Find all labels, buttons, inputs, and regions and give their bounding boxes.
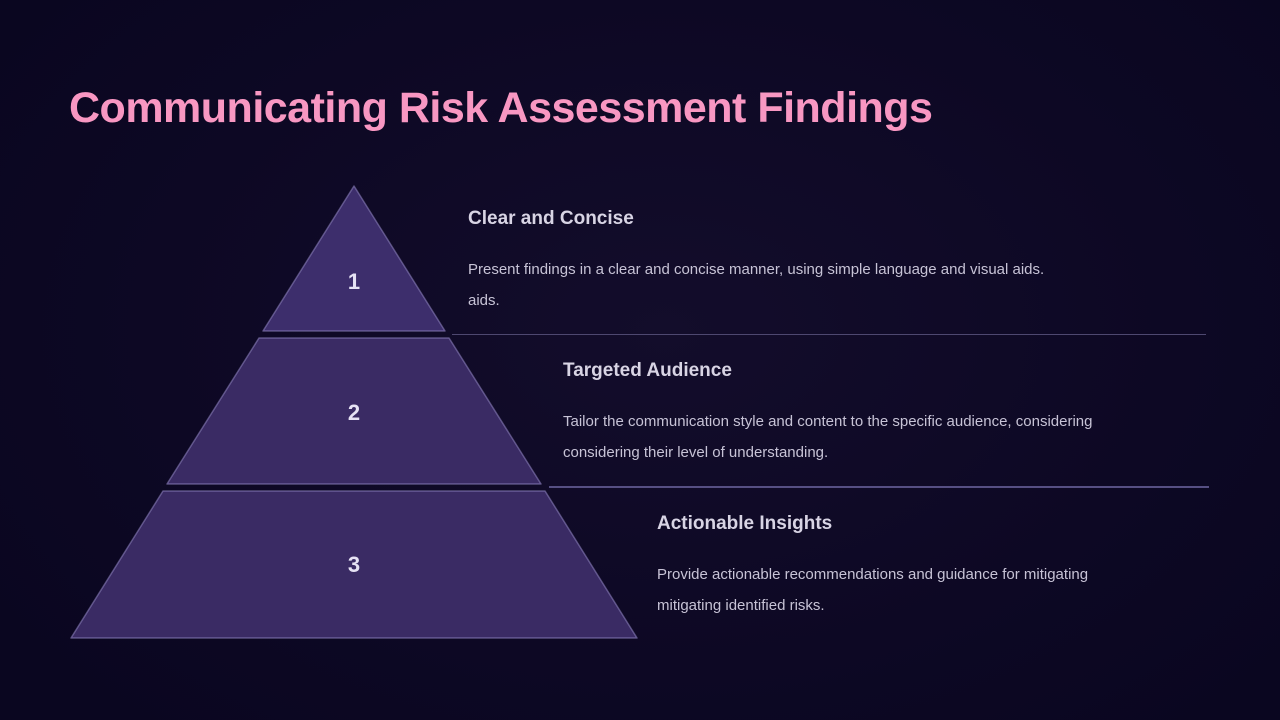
section-2-heading: Targeted Audience bbox=[563, 360, 732, 381]
section-divider-2 bbox=[549, 486, 1209, 488]
section-1-body-line-2: aids. bbox=[468, 292, 500, 309]
section-3-heading: Actionable Insights bbox=[657, 513, 833, 534]
section-3-body-line-2: mitigating identified risks. bbox=[657, 597, 825, 614]
pyramid-tier-3-number: 3 bbox=[347, 552, 361, 577]
section-1-body-line-1: Present findings in a clear and concise … bbox=[468, 261, 1045, 278]
section-1-heading: Clear and Concise bbox=[468, 208, 634, 229]
section-divider-1 bbox=[452, 334, 1206, 335]
section-2-body-line-2: considering their level of understanding… bbox=[563, 444, 829, 461]
pyramid-tier-2-shape bbox=[166, 337, 542, 485]
pyramid-tier-2-number: 2 bbox=[347, 400, 361, 425]
section-2-body-line-1: Tailor the communication style and conte… bbox=[563, 413, 1093, 430]
section-clear-and-concise: Clear and Concise Present findings in a … bbox=[468, 208, 1044, 316]
section-3-body-line-1: Provide actionable recommendations and g… bbox=[657, 566, 1089, 583]
pyramid-tier-3-shape bbox=[70, 490, 638, 639]
pyramid-tier-1-shape bbox=[262, 185, 446, 332]
section-actionable-insights: Actionable Insights Provide actionable r… bbox=[657, 513, 1088, 621]
slide-title: Communicating Risk Assessment Findings bbox=[69, 84, 933, 132]
pyramid-tier-1-number: 1 bbox=[347, 269, 361, 294]
section-targeted-audience: Targeted Audience Tailor the communicati… bbox=[563, 360, 1092, 468]
